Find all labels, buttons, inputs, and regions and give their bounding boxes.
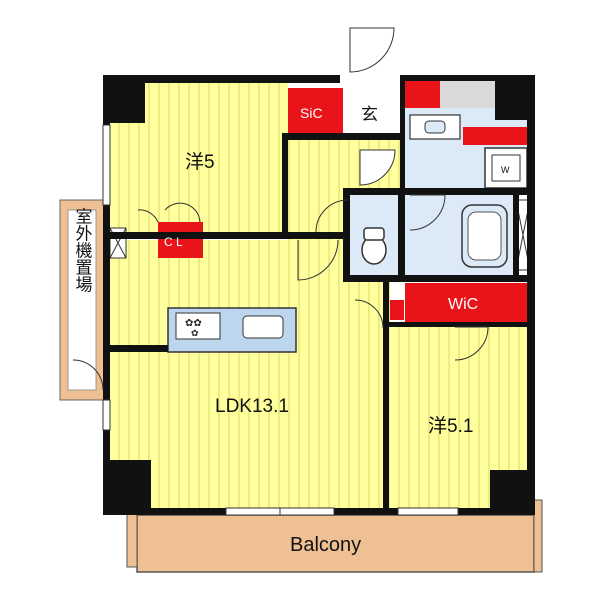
closet bbox=[158, 222, 203, 258]
balcony-label: Balcony bbox=[290, 534, 361, 556]
outdoor-unit-space-label: 室外機置場 bbox=[73, 207, 93, 293]
cooktop bbox=[175, 312, 221, 340]
balcony-area bbox=[136, 514, 535, 573]
washer-pan-label: W bbox=[501, 165, 510, 175]
door-swings bbox=[72, 27, 489, 391]
burner-icon: ✿✿ bbox=[185, 318, 202, 329]
walk-in-closet bbox=[405, 283, 530, 325]
western-room-1-label: 洋5 bbox=[185, 151, 215, 173]
shoe-closet-label: SiC bbox=[300, 105, 323, 121]
entrance-label: 玄 bbox=[361, 105, 378, 124]
closet-label: C L bbox=[164, 235, 183, 249]
shoe-closet bbox=[288, 88, 343, 133]
ldk-floor bbox=[108, 240, 383, 512]
walk-in-closet-label: WiC bbox=[448, 296, 478, 313]
svg-text:✿: ✿ bbox=[191, 329, 199, 339]
kitchen-sink bbox=[242, 315, 284, 339]
ldk-label: LDK13.1 bbox=[215, 396, 289, 417]
western-room-2-label: 洋5.1 bbox=[428, 415, 473, 437]
